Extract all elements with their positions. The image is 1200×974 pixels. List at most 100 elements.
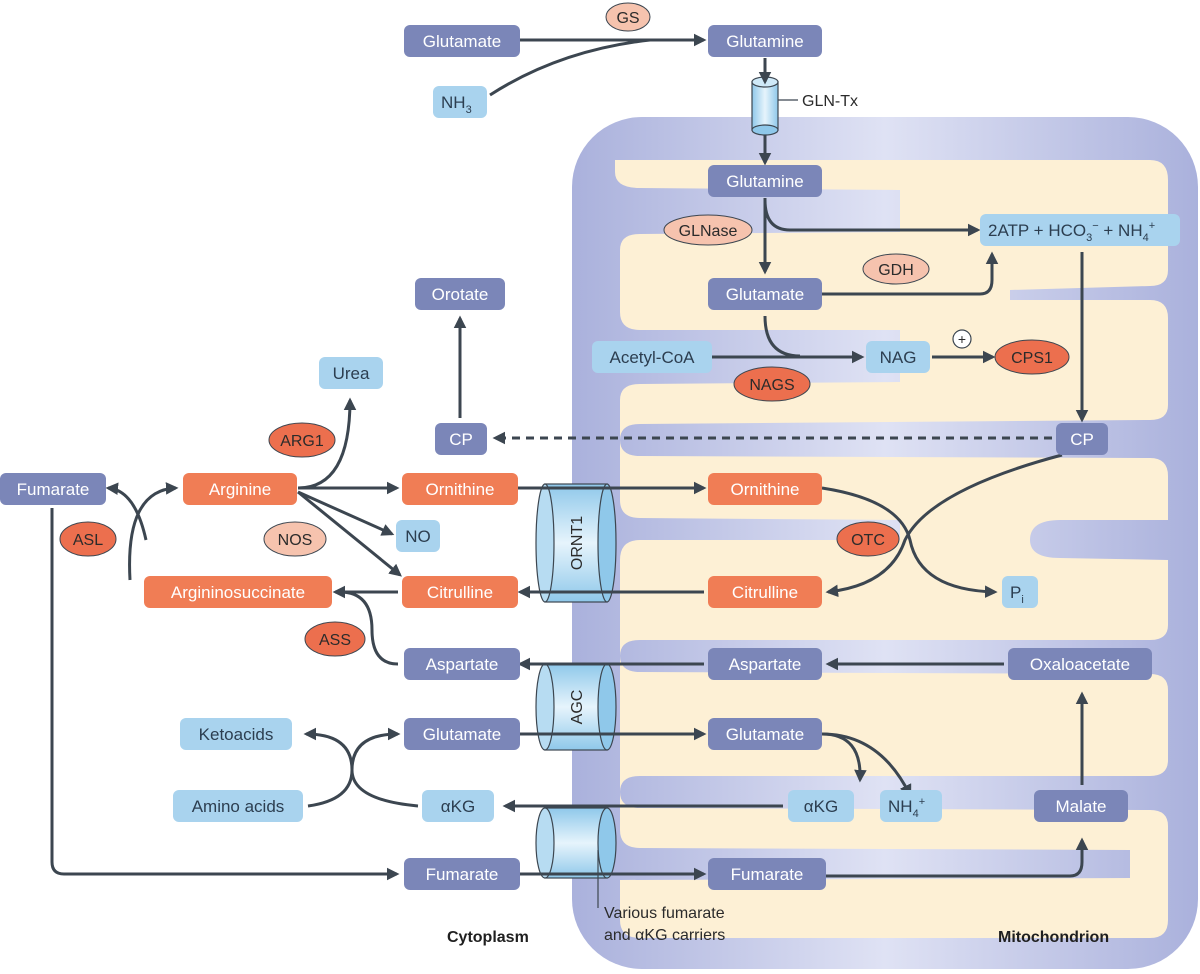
node-glutamate-mito: Glutamate: [708, 278, 822, 310]
node-no: NO: [396, 520, 440, 552]
svg-text:Amino acids: Amino acids: [192, 797, 285, 816]
agc-label: AGC: [569, 690, 586, 725]
ornt1-transporter: [535, 483, 617, 603]
svg-text:Fumarate: Fumarate: [17, 480, 90, 499]
svg-text:Fumarate: Fumarate: [426, 865, 499, 884]
svg-text:NAGS: NAGS: [749, 377, 794, 394]
gln-tx-transporter: [751, 76, 779, 136]
svg-text:Argininosuccinate: Argininosuccinate: [171, 583, 305, 602]
node-ornithine-mito: Ornithine: [708, 473, 822, 505]
node-glutamine-top: Glutamine: [708, 25, 822, 57]
enzyme-nags: NAGS: [733, 366, 811, 402]
svg-text:Oxaloacetate: Oxaloacetate: [1030, 655, 1130, 674]
svg-text:Aspartate: Aspartate: [426, 655, 499, 674]
node-ornithine-cyto: Ornithine: [402, 473, 518, 505]
svg-text:ARG1: ARG1: [280, 433, 324, 450]
svg-text:NH4+: NH4+: [888, 796, 925, 820]
enzyme-gdh: GDH: [862, 253, 930, 285]
node-fumarate-left: Fumarate: [0, 473, 106, 505]
svg-text:Malate: Malate: [1055, 797, 1106, 816]
carriers-label-line1: Various fumarate: [604, 905, 725, 922]
svg-text:αKG: αKG: [804, 797, 838, 816]
node-ketoacids: Ketoacids: [180, 718, 292, 750]
node-glutamine-mito: Glutamine: [708, 165, 822, 197]
node-argininosuccinate: Argininosuccinate: [144, 576, 332, 608]
svg-text:NO: NO: [405, 527, 431, 546]
enzyme-ass: ASS: [304, 621, 366, 657]
enzyme-arg1: ARG1: [268, 422, 336, 458]
svg-text:CP: CP: [1070, 430, 1094, 449]
node-glutamate-cyto: Glutamate: [404, 718, 520, 750]
node-pi: Pi: [1002, 576, 1038, 608]
node-atp-hco3-nh4: 2ATP + HCO3− + NH4+: [980, 214, 1180, 246]
enzyme-gs: GS: [605, 2, 651, 32]
svg-text:ASL: ASL: [73, 532, 103, 549]
node-akg-mito: αKG: [788, 790, 854, 822]
svg-text:NAG: NAG: [880, 348, 917, 367]
mitochondrion-title: Mitochondrion: [998, 929, 1109, 946]
node-acetyl-coa: Acetyl-CoA: [592, 341, 712, 373]
node-aspartate-mito: Aspartate: [708, 648, 822, 680]
svg-text:CP: CP: [449, 430, 473, 449]
enzyme-nos: NOS: [263, 521, 327, 557]
svg-text:GDH: GDH: [878, 262, 914, 279]
node-oxaloacetate: Oxaloacetate: [1008, 648, 1152, 680]
svg-text:αKG: αKG: [441, 797, 475, 816]
svg-text:Glutamine: Glutamine: [726, 172, 803, 191]
svg-text:Glutamate: Glutamate: [726, 285, 804, 304]
enzyme-glnase: GLNase: [663, 214, 753, 246]
node-citrulline-cyto: Citrulline: [402, 576, 518, 608]
cytoplasm-title: Cytoplasm: [447, 929, 529, 946]
svg-text:Ornithine: Ornithine: [731, 480, 800, 499]
node-glutamate-top: Glutamate: [404, 25, 520, 57]
node-akg-cyto: αKG: [422, 790, 494, 822]
pathway-arrows: [50, 33, 1089, 908]
svg-text:Glutamate: Glutamate: [423, 32, 501, 51]
svg-text:Arginine: Arginine: [209, 480, 271, 499]
node-orotate: Orotate: [415, 278, 505, 310]
node-nh4: NH4+: [880, 790, 942, 822]
node-fumarate-mito: Fumarate: [708, 858, 826, 890]
node-arginine: Arginine: [183, 473, 297, 505]
agc-transporter: [535, 663, 617, 751]
enzyme-cps1: CPS1: [994, 339, 1070, 375]
node-urea: Urea: [319, 357, 383, 389]
node-glutamate-mito2: Glutamate: [708, 718, 822, 750]
ornt1-label: ORNT1: [569, 516, 586, 570]
svg-text:Glutamine: Glutamine: [726, 32, 803, 51]
svg-text:NH3: NH3: [441, 93, 472, 116]
svg-text:Fumarate: Fumarate: [731, 865, 804, 884]
svg-text:GLNase: GLNase: [679, 223, 738, 240]
svg-text:Glutamate: Glutamate: [726, 725, 804, 744]
svg-text:OTC: OTC: [851, 532, 885, 549]
node-nag: NAG: [866, 341, 930, 373]
plus-circle-icon: +: [952, 329, 972, 349]
svg-text:Acetyl-CoA: Acetyl-CoA: [609, 348, 695, 367]
fumarate-akg-carrier: [535, 807, 617, 879]
svg-text:Ketoacids: Ketoacids: [199, 725, 274, 744]
node-fumarate-cyto: Fumarate: [404, 858, 520, 890]
enzyme-otc: OTC: [836, 521, 900, 557]
svg-text:Citrulline: Citrulline: [732, 583, 798, 602]
svg-text:Urea: Urea: [333, 364, 370, 383]
svg-text:2ATP + HCO3− + NH4+: 2ATP + HCO3− + NH4+: [988, 220, 1155, 244]
node-aspartate-cyto: Aspartate: [404, 648, 520, 680]
carriers-label-line2: and αKG carriers: [604, 927, 725, 944]
svg-text:NOS: NOS: [278, 532, 313, 549]
svg-text:GS: GS: [616, 10, 639, 27]
node-malate: Malate: [1034, 790, 1128, 822]
node-citrulline-mito: Citrulline: [708, 576, 822, 608]
svg-text:Pi: Pi: [1010, 583, 1024, 606]
svg-text:+: +: [958, 331, 966, 347]
svg-text:ASS: ASS: [319, 632, 351, 649]
svg-text:Citrulline: Citrulline: [427, 583, 493, 602]
svg-text:Glutamate: Glutamate: [423, 725, 501, 744]
svg-text:Ornithine: Ornithine: [426, 480, 495, 499]
node-cp-mito: CP: [1056, 423, 1108, 455]
gln-tx-label: GLN-Tx: [802, 93, 858, 110]
enzyme-asl: ASL: [59, 521, 117, 557]
svg-text:Aspartate: Aspartate: [729, 655, 802, 674]
node-amino-acids: Amino acids: [173, 790, 303, 822]
svg-text:CPS1: CPS1: [1011, 350, 1053, 367]
